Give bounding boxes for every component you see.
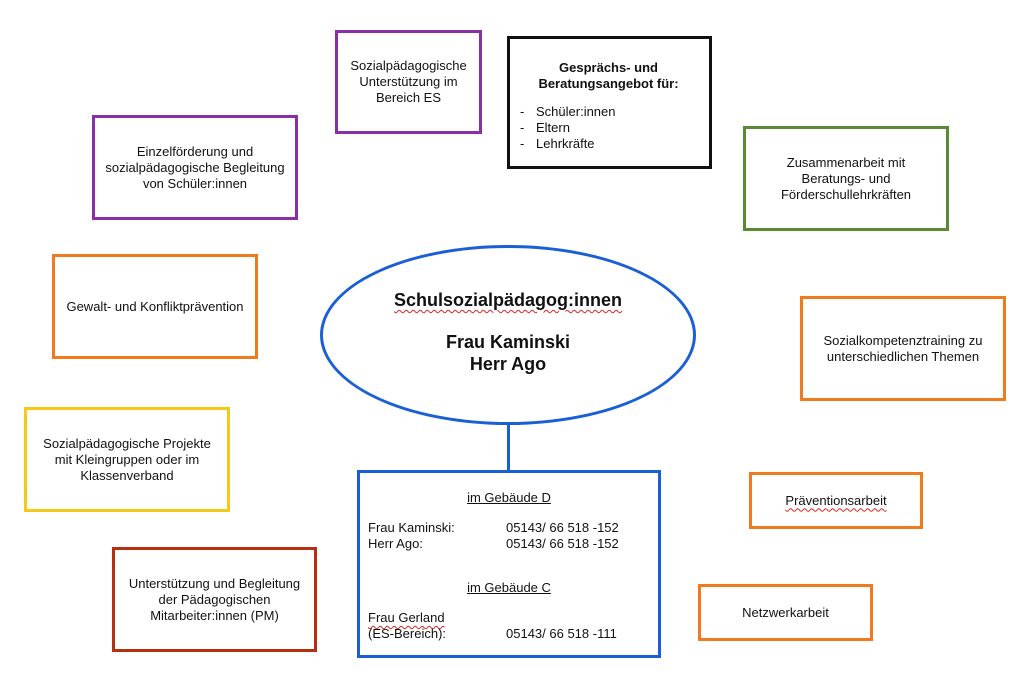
contact-row: Frau Kaminski: 05143/ 66 518 -152 xyxy=(368,520,650,536)
contact-phone: 05143/ 66 518 -152 xyxy=(506,536,619,551)
box-individual-support: Einzelförderung und sozialpädagogische B… xyxy=(92,115,298,220)
box-violence-prevention: Gewalt- und Konfliktprävention xyxy=(52,254,258,359)
contact-name: (ES-Bereich): xyxy=(368,626,447,641)
box-counseling: Gesprächs- und Beratungsangebot für: Sch… xyxy=(507,36,712,169)
box-cooperation: Zusammenarbeit mit Beratungs- und Förder… xyxy=(743,126,949,231)
contact-row: (ES-Bereich): 05143/ 66 518 -111 xyxy=(368,626,650,642)
box-social-training: Sozialkompetenztraining zu unterschiedli… xyxy=(800,296,1006,401)
box-pm-support: Unterstützung und Begleitung der Pädagog… xyxy=(112,547,317,652)
building-c-heading: im Gebäude C xyxy=(467,580,551,595)
box-es-support: Sozialpädagogische Unterstützung im Bere… xyxy=(335,30,482,134)
box-network: Netzwerkarbeit xyxy=(698,584,873,641)
contact-name: Frau Gerland xyxy=(368,610,445,625)
center-names: Frau Kaminski Herr Ago xyxy=(323,331,693,375)
contact-name: Herr Ago: xyxy=(368,536,423,551)
center-ellipse: Schulsozialpädagog:innen Frau Kaminski H… xyxy=(320,245,696,425)
building-d-heading: im Gebäude D xyxy=(467,490,551,505)
counseling-heading: Gesprächs- und Beratungsangebot für: xyxy=(538,59,679,91)
center-name: Herr Ago xyxy=(469,354,547,374)
contact-name: Frau Kaminski: xyxy=(368,520,455,535)
center-title: Schulsozialpädagog:innen xyxy=(393,290,622,310)
contact-phone: 05143/ 66 518 -111 xyxy=(506,626,617,641)
box-prevention: Präventionsarbeit xyxy=(749,472,923,529)
contact-row: Herr Ago: 05143/ 66 518 -152 xyxy=(368,536,650,552)
counseling-item: Lehrkräfte xyxy=(520,136,699,152)
counseling-list: Schüler:innen Eltern Lehrkräfte xyxy=(518,104,699,152)
connector-line xyxy=(507,424,510,471)
counseling-item: Eltern xyxy=(520,120,699,136)
center-name: Frau Kaminski xyxy=(445,332,571,352)
prevention-label: Präventionsarbeit xyxy=(785,492,887,508)
contact-phone: 05143/ 66 518 -152 xyxy=(506,520,619,535)
counseling-item: Schüler:innen xyxy=(520,104,699,120)
contact-box: im Gebäude D Frau Kaminski: 05143/ 66 518… xyxy=(357,470,661,658)
box-projects: Sozialpädagogische Projekte mit Kleingru… xyxy=(24,407,230,512)
